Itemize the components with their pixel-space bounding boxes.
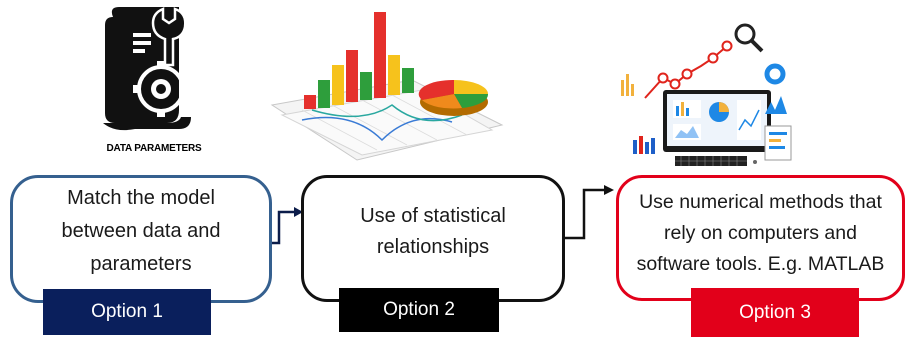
option-1-card: Match the model between data and paramet… [10,175,272,303]
option-3-card: Use numerical methods that rely on compu… [616,175,905,301]
option-2-label: Option 2 [339,288,499,332]
arrow-2-head [604,185,614,195]
option-1-label: Option 1 [43,289,211,335]
document-gear-icon [103,7,191,131]
option-1-text: Match the model between data and paramet… [61,186,221,275]
wrench-icon [151,7,187,67]
arrow-1-head [294,207,303,217]
arrow-2-to-3 [552,188,606,240]
option-1-label-text: Option 1 [91,301,163,322]
keyboard-icon [675,156,747,166]
option-2-card: Use of statistical relationships [301,175,565,302]
option-3-label: Option 3 [691,288,859,337]
magnifier-icon [734,23,764,53]
option-2-text: Use of statistical relationships [360,204,506,258]
option-2-label-text: Option 2 [383,299,455,320]
gear-icon [133,61,189,117]
option-3-label-text: Option 3 [739,301,811,323]
analytics-dashboard-icon [621,23,792,166]
bar-chart-3d-icon [270,12,504,161]
option-3-text: Use numerical methods that rely on compu… [636,190,885,275]
pie-chart-icon [418,79,489,116]
data-parameters-caption: DATA PARAMETERS [106,143,202,154]
